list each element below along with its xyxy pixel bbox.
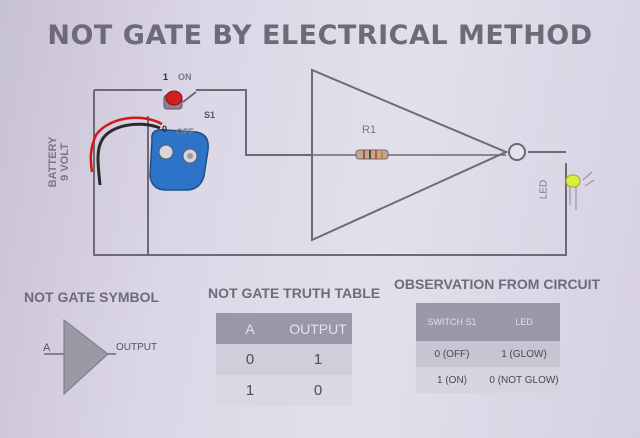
observation-heading: OBSERVATION FROM CIRCUIT [394,276,601,292]
observation-header-switch: SWITCH S1 [416,303,488,341]
switch-off-label: OFF [176,127,194,137]
battery-clip [149,128,209,191]
switch-off-num: 0 [162,124,168,134]
observation-header-led: LED [488,303,560,341]
led-label: LED [538,179,550,200]
truth-header-output: OUTPUT [284,313,352,344]
table-row: 0 1 [216,344,352,375]
switch-name: S1 [204,110,216,120]
not-gate-symbol [44,318,116,396]
symbol-output-label: OUTPUT [116,342,158,353]
symbol-heading: NOT GATE SYMBOL [24,289,160,305]
switch-on-num: 1 [163,72,169,82]
truth-table-header: A OUTPUT [216,313,352,344]
observation-table: SWITCH S1 LED 0 (OFF) 1 (GLOW) 1 (ON) 0 … [416,303,560,393]
truth-table-heading: NOT GATE TRUTH TABLE [208,285,381,301]
table-cell: 1 [216,375,284,406]
observation-header: SWITCH S1 LED [416,303,560,341]
table-row: 1 0 [216,375,352,406]
table-cell: 0 [284,375,352,406]
table-cell: 0 [216,344,284,375]
symbol-input-label: A [43,342,51,354]
wire-switch-right [196,89,312,156]
table-cell: 1 (GLOW) [488,341,560,367]
table-cell: 0 (NOT GLOW) [488,367,560,393]
truth-header-a: A [216,313,284,344]
battery-voltage: 9 VOLT [59,143,71,181]
truth-table: A OUTPUT 0 1 1 0 [216,313,352,406]
battery-name: BATTERY [47,136,59,188]
table-row: 1 (ON) 0 (NOT GLOW) [416,367,560,393]
led-component [565,171,595,210]
battery-label: BATTERY 9 VOLT [47,127,71,197]
table-cell: 0 (OFF) [416,341,488,367]
wire-left-vertical [93,90,567,256]
switch-s1 [163,90,197,110]
resistor-r1 [355,149,389,160]
inversion-bubble [508,143,526,161]
table-cell: 1 [284,344,352,375]
resistor-label: R1 [362,124,377,136]
switch-on-label: ON [178,72,192,82]
table-row: 0 (OFF) 1 (GLOW) [416,341,560,367]
poster-title: NOT GATE BY ELECTRICAL METHOD [47,20,593,51]
table-cell: 1 (ON) [416,367,488,393]
